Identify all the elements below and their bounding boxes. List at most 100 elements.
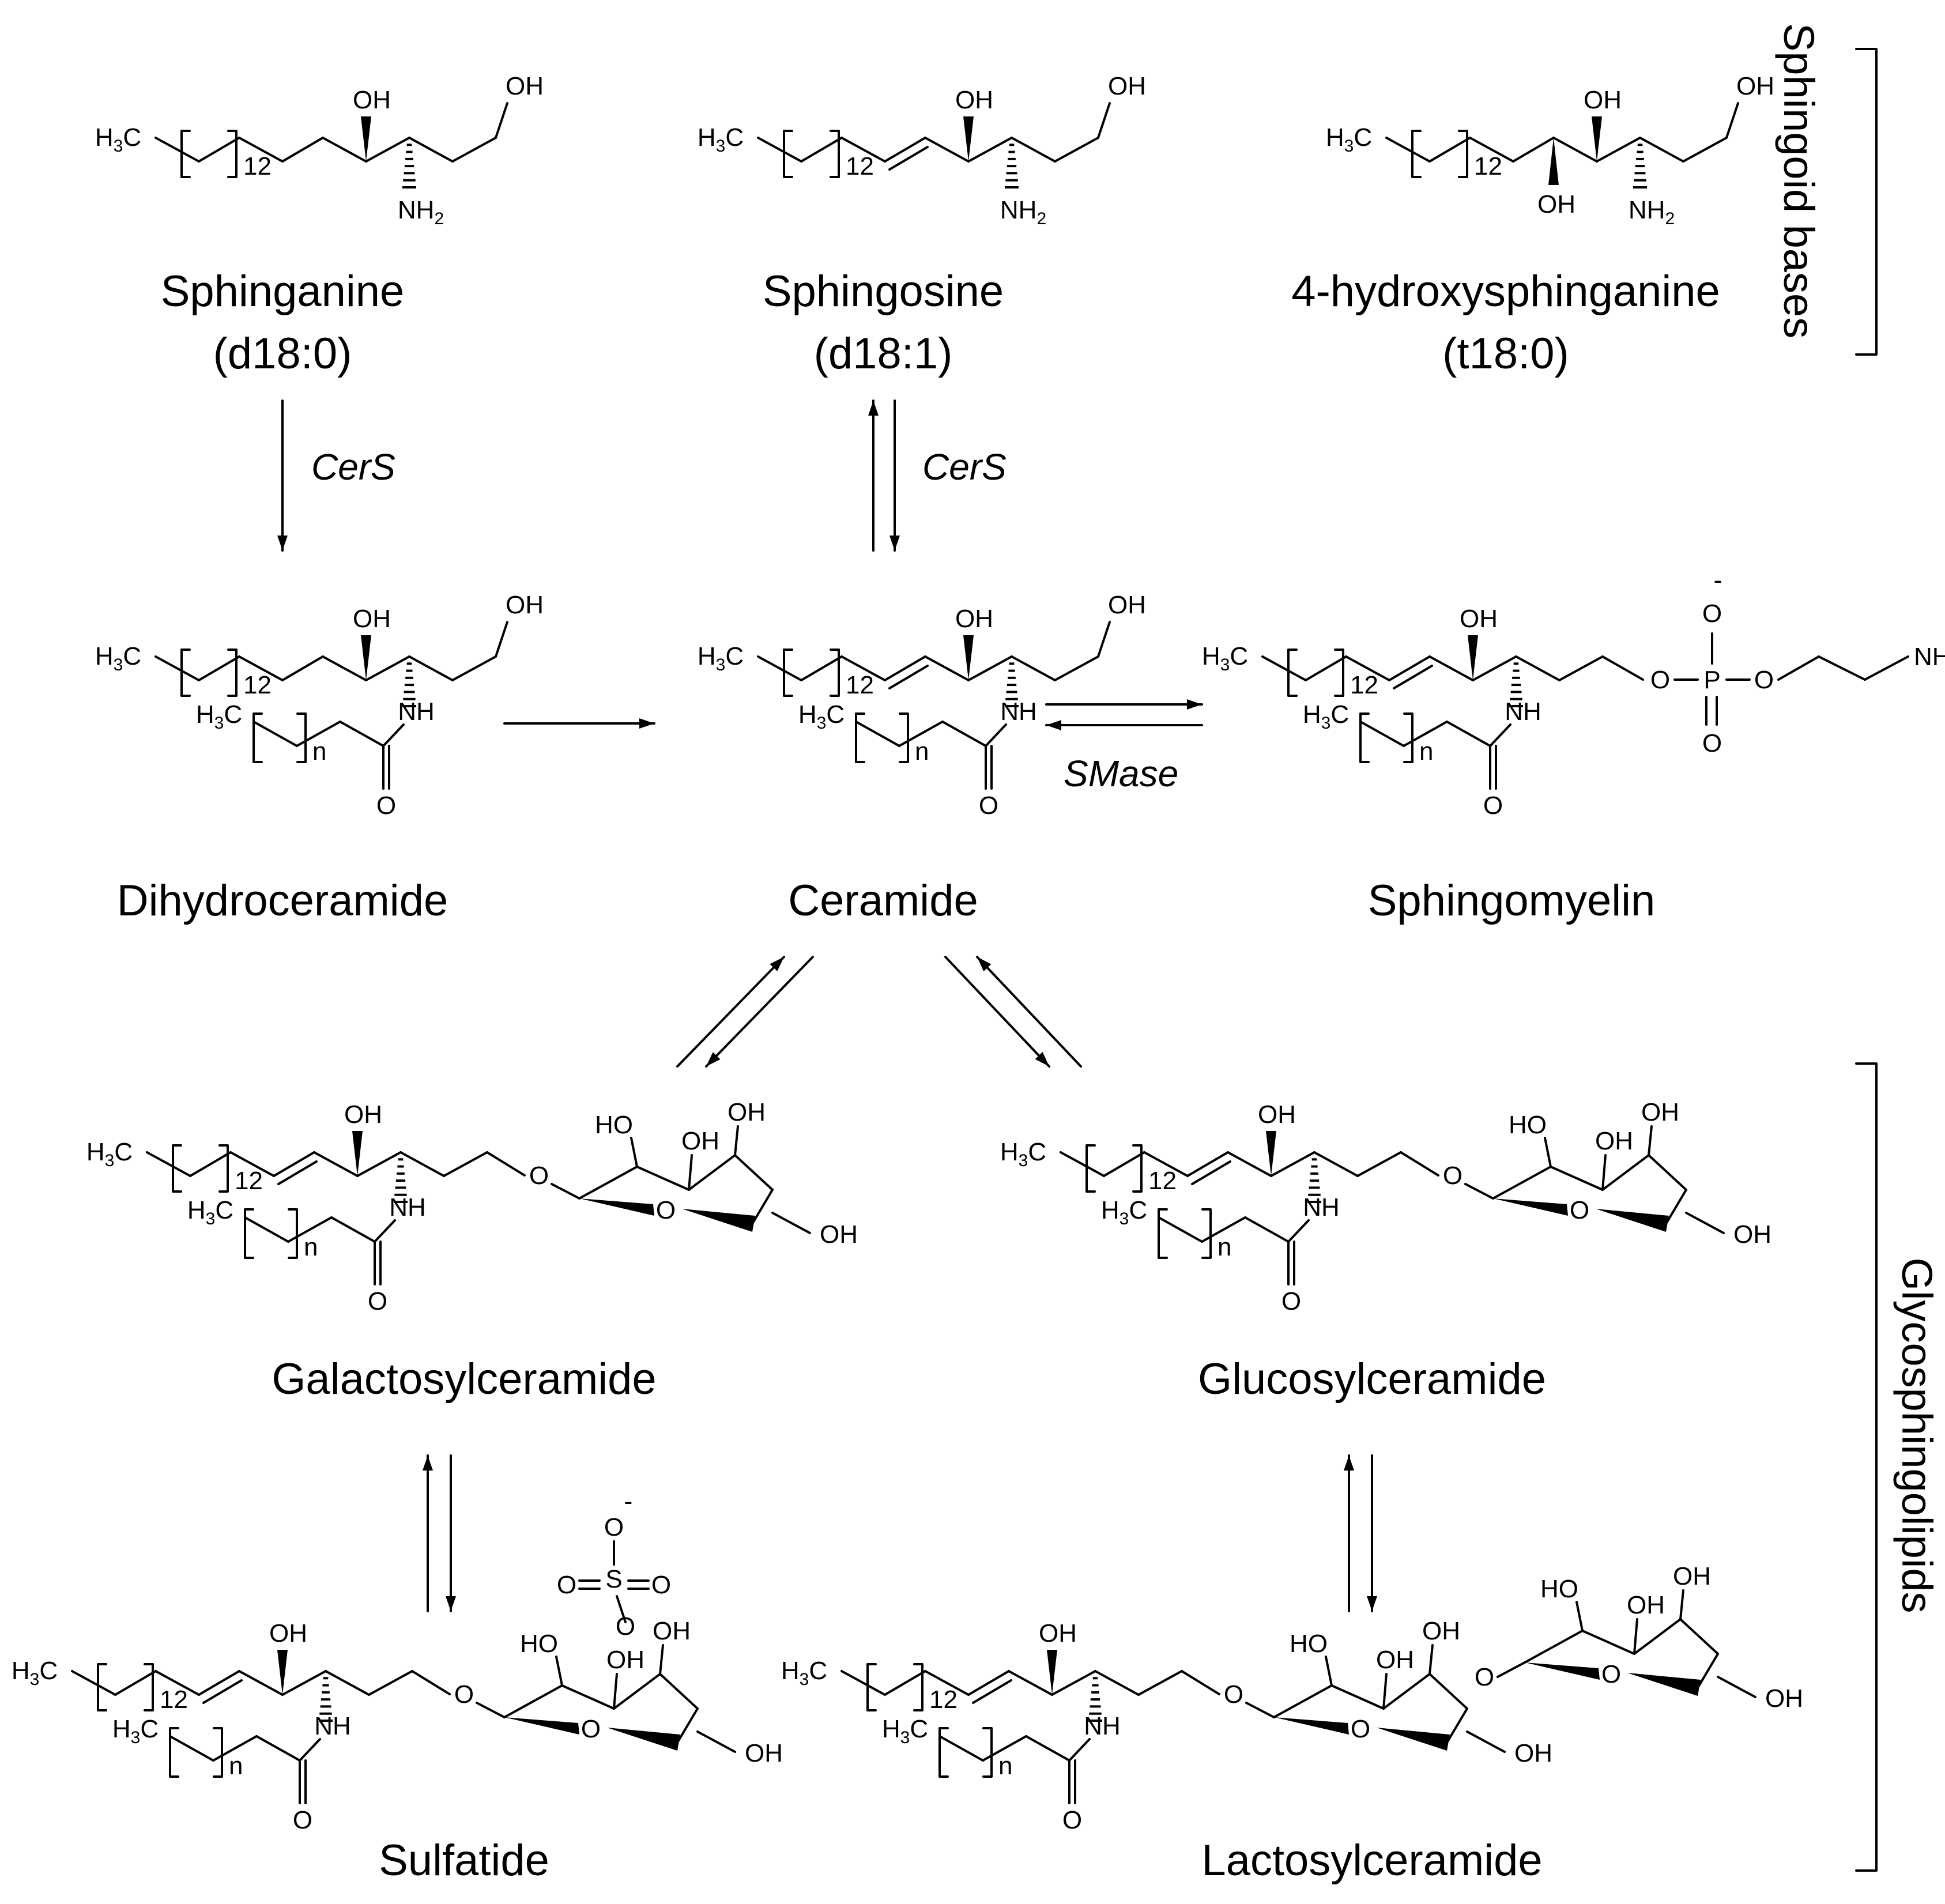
repeat-bracket xyxy=(1287,649,1298,697)
double-bond xyxy=(888,665,929,689)
bond xyxy=(313,1151,359,1177)
atom-label-part: 3 xyxy=(131,1728,141,1747)
atom-label-part: O xyxy=(979,791,998,820)
atom-label-part: H xyxy=(86,1138,105,1166)
label-galactosylceramide: Galactosylceramide xyxy=(272,1355,657,1404)
bond xyxy=(659,1673,699,1710)
hydroxyl-label: OH xyxy=(955,86,993,114)
double-bond xyxy=(202,1679,243,1704)
carbonyl-o-label: O xyxy=(1281,1287,1301,1315)
atom-label-part: C xyxy=(1129,1196,1147,1224)
amide-nh-label: NH xyxy=(1505,697,1541,726)
bond xyxy=(1472,655,1517,681)
arrow-head xyxy=(277,536,288,551)
methyl-label: H3C xyxy=(95,123,141,156)
arrow-galactosylceramide-to-ceramide xyxy=(676,956,785,1068)
hydroxyl-label: OH xyxy=(344,1100,382,1129)
bond xyxy=(555,1656,563,1687)
bond xyxy=(198,1670,240,1696)
hydroxyl-label: OH xyxy=(1537,190,1575,218)
phosphate-o-label: O xyxy=(1702,600,1722,628)
bond xyxy=(1054,137,1099,163)
methyl-label: H3C xyxy=(1202,642,1248,674)
carbonyl-o-label: O xyxy=(1483,791,1503,820)
atom-label-part: 3 xyxy=(900,1728,910,1747)
atom-label-part: NH xyxy=(389,1193,426,1221)
arrow-ceramide-to-galactosylceramide xyxy=(705,956,814,1068)
bond xyxy=(613,1673,661,1710)
methyl-label: H3C xyxy=(1326,123,1372,156)
bond xyxy=(486,1151,526,1177)
bond xyxy=(1011,137,1056,163)
repeat-count: n xyxy=(998,1752,1012,1780)
bond xyxy=(1596,137,1641,163)
arrow-glucosylceramide-to-ceramide xyxy=(976,956,1082,1068)
atom-label-part: O xyxy=(1702,729,1722,757)
atom-label-part: OH xyxy=(1537,190,1575,218)
bond xyxy=(898,721,944,747)
glycosidic-o-label: O xyxy=(1475,1663,1494,1691)
bond xyxy=(374,1219,396,1243)
repeat-count: n xyxy=(1419,737,1433,766)
atom-label-part: OH xyxy=(745,1739,783,1767)
atom-label-part: O xyxy=(376,791,396,820)
bond xyxy=(938,1735,984,1762)
atom-label-part: N xyxy=(1629,196,1647,224)
double-bond xyxy=(888,146,929,171)
bond xyxy=(1558,655,1604,681)
bond xyxy=(238,137,284,163)
atom-label-part: O xyxy=(656,1196,676,1224)
bold-bond xyxy=(1493,1198,1568,1216)
repeat-count: 12 xyxy=(846,152,874,180)
bond xyxy=(495,102,508,139)
ring-oxygen-label: O xyxy=(656,1196,676,1224)
phosphorus-label: P xyxy=(1703,666,1720,694)
amide-nh-label: NH xyxy=(398,697,435,726)
hydroxyl-label: HO xyxy=(595,1111,633,1139)
arrow-head xyxy=(1344,1456,1354,1471)
repeat-bracket xyxy=(252,712,263,763)
bond xyxy=(1464,1183,1494,1200)
atom-label-part: HO xyxy=(1509,1111,1547,1139)
atom-label-part: H xyxy=(12,1657,30,1685)
hydroxyl-label: OH xyxy=(955,605,993,633)
carbonyl-o-label: O xyxy=(979,791,998,820)
hydroxyl-label: OH xyxy=(1108,72,1146,100)
atom-label-part: OH xyxy=(506,591,544,619)
wedge-bond xyxy=(1047,1650,1057,1695)
bond xyxy=(967,137,1013,163)
carbonyl-o-label: O xyxy=(293,1806,312,1834)
bond xyxy=(884,655,926,681)
atom-label-part: OH xyxy=(353,86,391,114)
arrow-head xyxy=(423,1456,433,1471)
bond xyxy=(757,137,802,163)
atom-label-part: 12 xyxy=(1474,152,1502,180)
methyl-label: H3C xyxy=(196,700,242,733)
bond xyxy=(1648,1154,1687,1191)
bond xyxy=(339,721,385,747)
group-label-glycosphingolipids: Glycosphingolipids xyxy=(1893,1257,1941,1613)
arrow-head xyxy=(770,957,784,971)
repeat-bracket xyxy=(1085,1144,1096,1193)
bond xyxy=(382,723,405,747)
arrow-head xyxy=(639,718,654,729)
atom-label-part: H xyxy=(1202,642,1220,670)
bond xyxy=(1679,1618,1719,1655)
atom-label-part: 3 xyxy=(114,137,123,156)
atom-label-part: H xyxy=(698,642,716,670)
bond xyxy=(1270,1151,1315,1177)
bond xyxy=(1639,137,1684,163)
bond xyxy=(503,1684,563,1718)
hydroxyl-label: HO xyxy=(1290,1630,1328,1658)
bond xyxy=(982,1735,1027,1762)
bond xyxy=(1428,655,1474,681)
bond xyxy=(751,1189,774,1225)
bond xyxy=(1428,1644,1434,1675)
label-4-hydroxysphinganine: 4-hydroxysphinganine xyxy=(1291,267,1720,316)
bold-bond xyxy=(504,1717,579,1735)
repeat-bracket xyxy=(1201,1208,1212,1259)
bond xyxy=(1777,655,1820,681)
